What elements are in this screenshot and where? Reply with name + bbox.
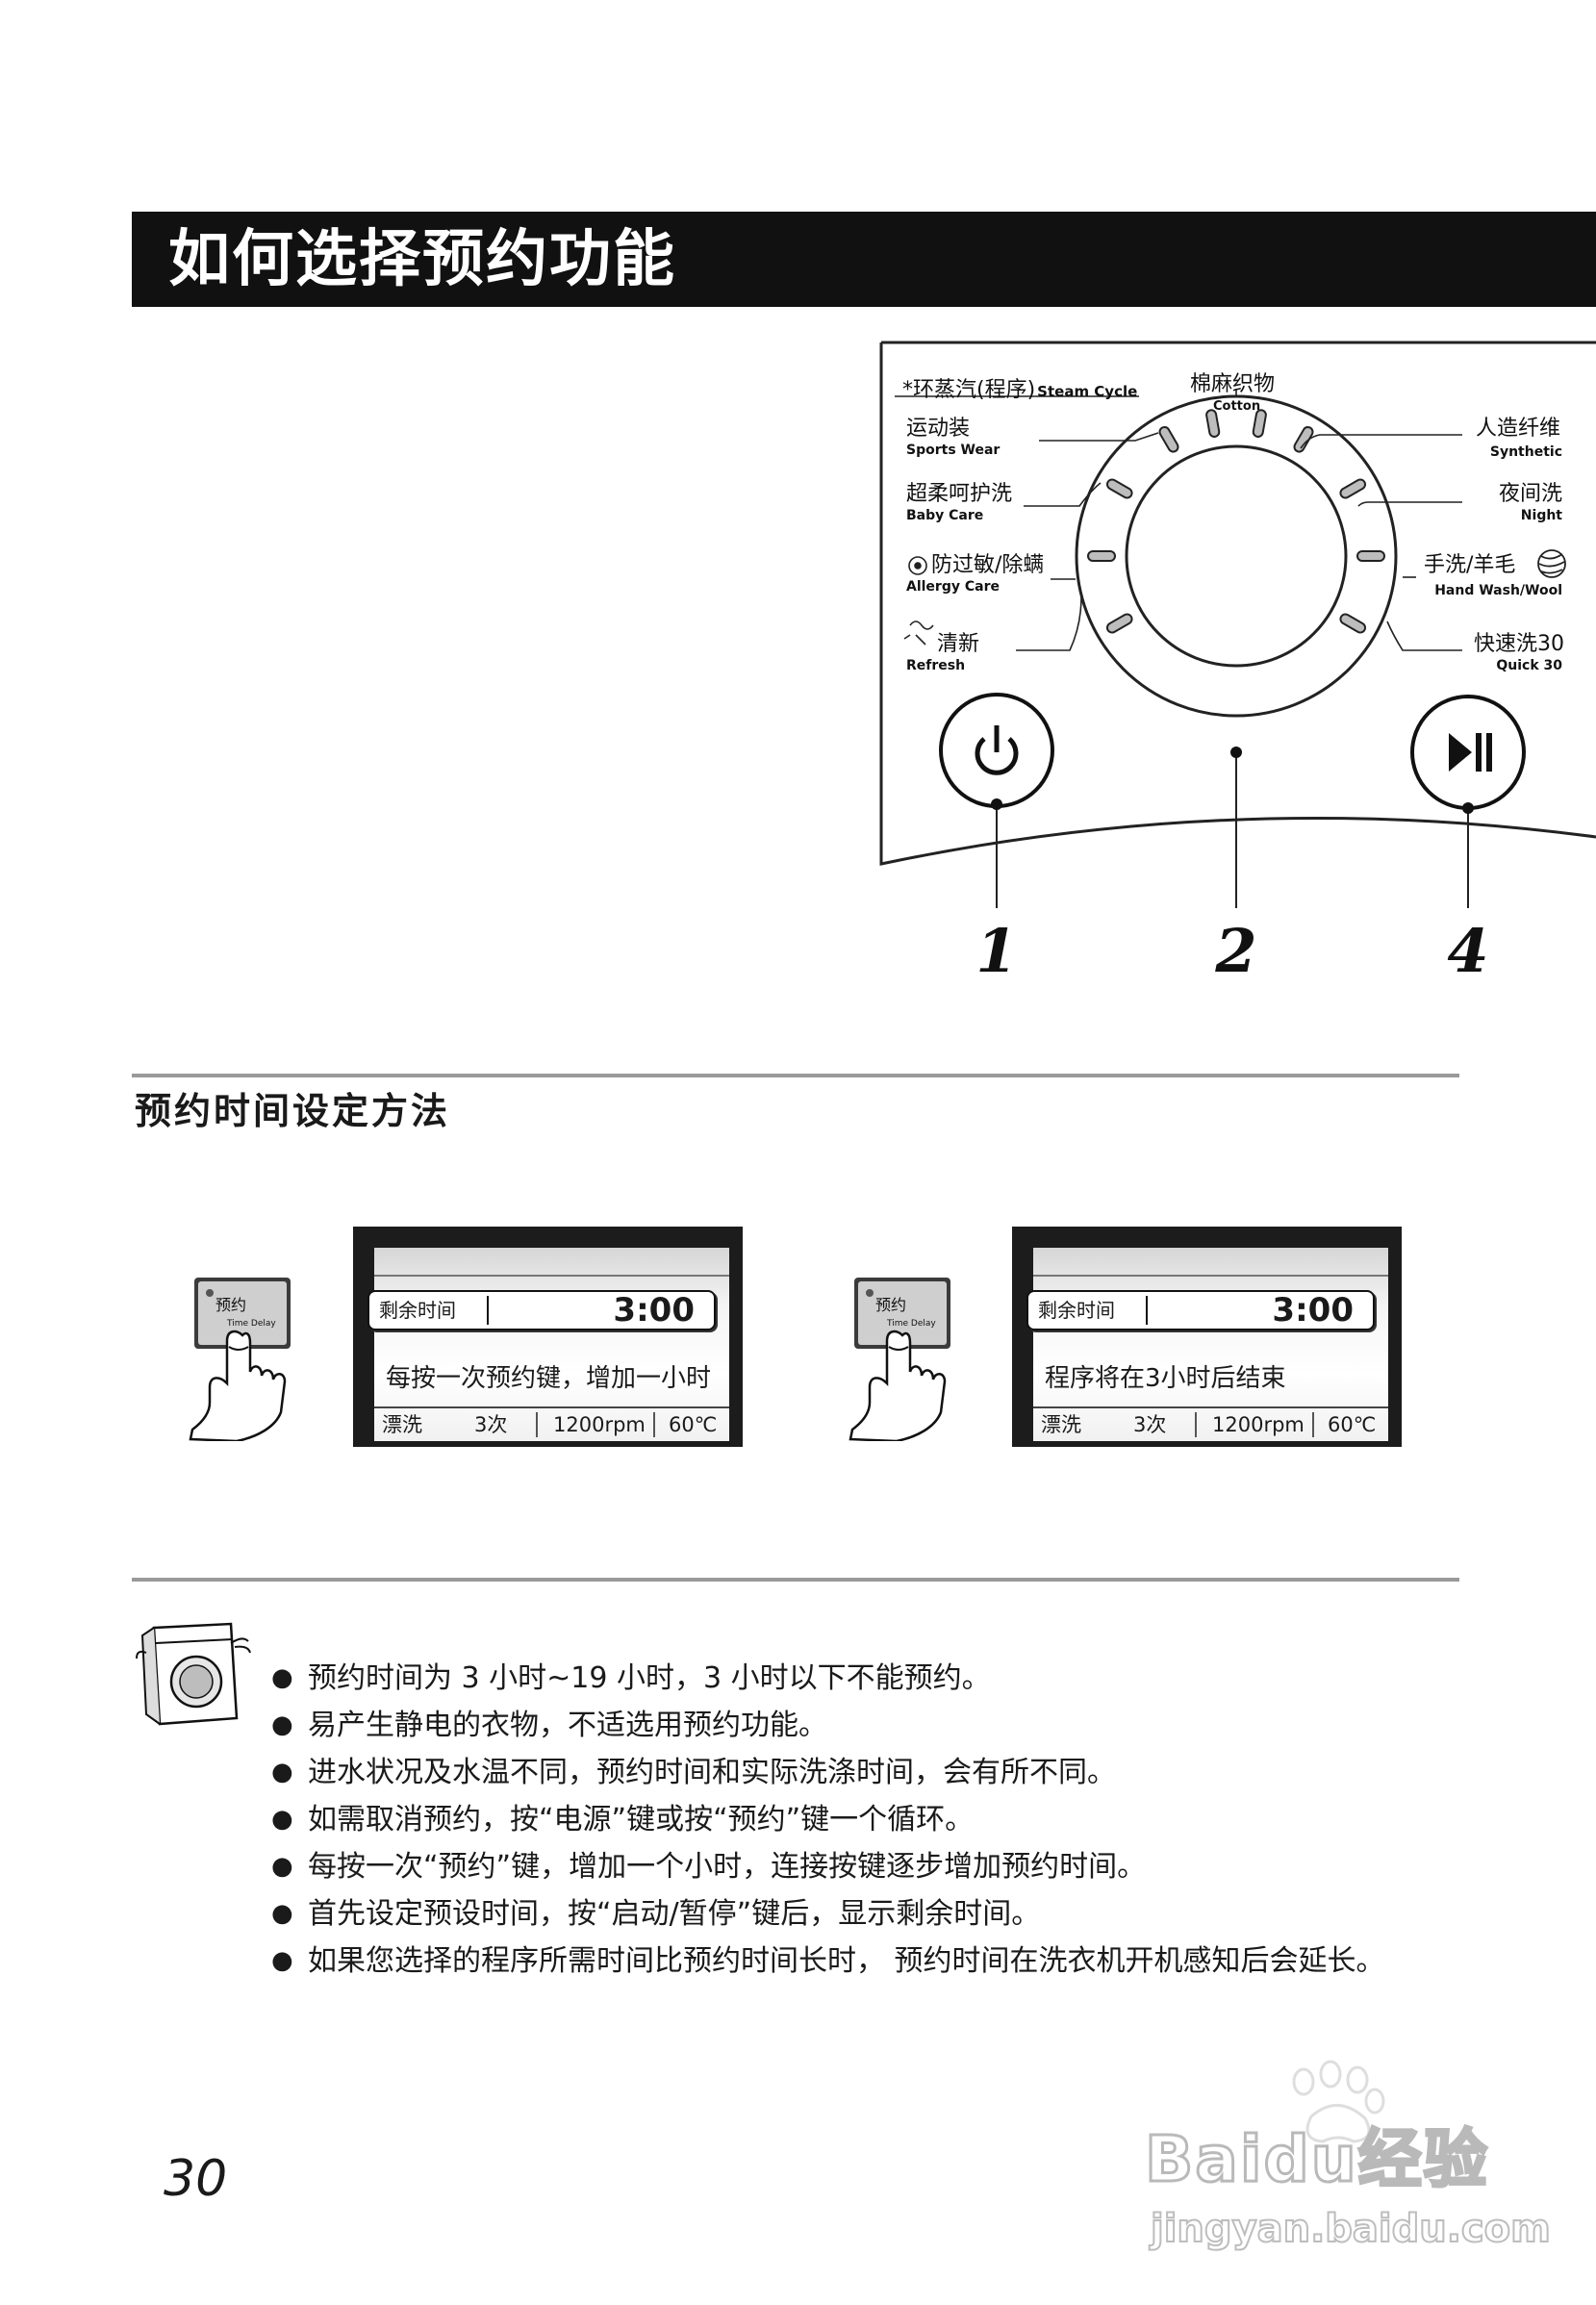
dial-indicator-light xyxy=(1252,409,1267,438)
program-label-refresh: 清新 xyxy=(937,632,979,656)
svg-text:Baby Care: Baby Care xyxy=(906,508,983,523)
status-row: 漂洗 3次 1200rpm 60℃ xyxy=(374,1406,729,1441)
program-label-synthetic: 人造纤维 xyxy=(1476,417,1560,441)
status-temp: 60℃ xyxy=(1328,1413,1377,1436)
time-delay-button-press-1: 预约 Time Delay xyxy=(189,1278,291,1441)
list-item: ●易产生静电的衣物，不适选用预约功能。 xyxy=(271,1709,827,1742)
display-screen-1: 剩余时间 3:00 每按一次预约键，增加一小时 漂洗 3次 1200rpm 60… xyxy=(353,1227,743,1447)
svg-text:Cotton: Cotton xyxy=(1213,399,1260,414)
baidu-paw-watermark-icon xyxy=(1292,2060,1385,2143)
svg-text:Hand Wash/Wool: Hand Wash/Wool xyxy=(1434,583,1562,598)
program-label-night: 夜间洗 xyxy=(1499,482,1562,506)
display-message: 程序将在3小时后结束 xyxy=(1045,1364,1286,1393)
dial-indicator-light xyxy=(1339,613,1367,634)
callout-1: 1 xyxy=(975,916,1017,986)
remaining-time-label: 剩余时间 xyxy=(379,1299,456,1322)
remaining-time-box: 剩余时间 3:00 xyxy=(1026,1290,1375,1330)
svg-text:Quick 30: Quick 30 xyxy=(1496,658,1562,673)
status-rinse: 漂洗 xyxy=(382,1413,422,1436)
program-label-quick30: 快速洗30 xyxy=(1474,632,1564,656)
wool-icon xyxy=(1537,549,1566,578)
dial-indicator-light xyxy=(1205,409,1221,438)
title-bar xyxy=(132,212,1596,307)
watermark-brand: Baidu经验 xyxy=(1144,2121,1489,2198)
program-label-baby-care: 超柔呵护洗 xyxy=(906,482,1012,506)
power-button[interactable] xyxy=(939,693,1054,808)
allergy-icon xyxy=(908,556,927,575)
dial-indicator-lights xyxy=(1087,409,1385,634)
power-icon xyxy=(975,725,1019,775)
refresh-icon xyxy=(903,621,934,646)
status-temp: 60℃ xyxy=(669,1413,718,1436)
page-number: 30 xyxy=(164,2150,228,2208)
status-row: 漂洗 3次 1200rpm 60℃ xyxy=(1033,1406,1388,1441)
program-label-handwash: 手洗/羊毛 xyxy=(1424,553,1515,577)
play-pause-icon xyxy=(1449,733,1492,772)
dial-indicator-light xyxy=(1158,425,1179,453)
program-label-sports: 运动装 xyxy=(906,417,970,441)
list-item: ●进水状况及水温不同，预约时间和实际洗涤时间，会有所不同。 xyxy=(271,1756,1116,1789)
svg-text:Allergy Care: Allergy Care xyxy=(906,579,1000,595)
dial-indicator-light xyxy=(1087,550,1116,562)
list-item: ●如需取消预约，按“电源”键或按“预约”键一个循环。 xyxy=(271,1803,975,1836)
dial-indicator-light xyxy=(1293,425,1314,453)
start-pause-button[interactable] xyxy=(1410,695,1526,810)
washing-machine-mascot-icon xyxy=(136,1622,251,1726)
dial-inner-knob[interactable] xyxy=(1125,444,1348,668)
program-label-cotton: 棉麻织物 xyxy=(1190,372,1275,396)
dial-indicator-light xyxy=(1339,478,1367,499)
section-divider-top xyxy=(132,1074,1459,1077)
svg-text:Synthetic: Synthetic xyxy=(1490,444,1562,460)
notes-list: ●预约时间为 3 小时~19 小时，3 小时以下不能预约。 ●易产生静电的衣物，… xyxy=(271,1655,1424,1985)
svg-text:Refresh: Refresh xyxy=(906,658,965,673)
time-delay-button-press-2: 预约 Time Delay xyxy=(849,1278,950,1441)
section-divider-bottom xyxy=(132,1578,1459,1582)
svg-text:预约: 预约 xyxy=(875,1296,906,1314)
status-times: 3次 xyxy=(1133,1413,1167,1436)
watermark-url: jingyan.baidu.com xyxy=(1150,2206,1552,2252)
svg-text:Time Delay: Time Delay xyxy=(886,1319,936,1329)
remaining-time-box: 剩余时间 3:00 xyxy=(367,1290,716,1330)
svg-text:Sports Wear: Sports Wear xyxy=(906,443,1000,458)
list-item: ●首先设定预设时间，按“启动/暂停”键后，显示剩余时间。 xyxy=(271,1897,1041,1931)
remaining-time-label: 剩余时间 xyxy=(1038,1299,1115,1322)
control-panel-diagram: *环蒸汽(程序)Steam Cycle 棉麻织物 Cotton 运动装 Spor… xyxy=(879,341,1596,986)
svg-text:Night: Night xyxy=(1521,508,1563,523)
program-label-allergy: 防过敏/除螨 xyxy=(931,553,1044,577)
remaining-time-value: 3:00 xyxy=(613,1291,695,1330)
list-item: ●如果您选择的程序所需时间比预约时间长时， 预约时间在洗衣机开机感知后会延长。 xyxy=(271,1944,1385,1978)
program-label-steam: *环蒸汽(程序)Steam Cycle xyxy=(902,378,1137,402)
svg-text:预约: 预约 xyxy=(215,1296,246,1314)
svg-text:Time Delay: Time Delay xyxy=(226,1319,276,1329)
status-spin: 1200rpm xyxy=(1212,1413,1305,1436)
dial-indicator-light xyxy=(1105,613,1133,634)
callout-4: 4 xyxy=(1447,916,1488,986)
dial-indicator-light xyxy=(1356,550,1385,562)
display-screen-2: 剩余时间 3:00 程序将在3小时后结束 漂洗 3次 1200rpm 60℃ xyxy=(1012,1227,1402,1447)
section-heading: 预约时间设定方法 xyxy=(135,1090,451,1132)
remaining-time-value: 3:00 xyxy=(1272,1291,1354,1330)
callout-2: 2 xyxy=(1214,916,1256,986)
list-item: ●预约时间为 3 小时~19 小时，3 小时以下不能预约。 xyxy=(271,1661,991,1695)
list-item: ●每按一次“预约”键，增加一个小时，连接按键逐步增加预约时间。 xyxy=(271,1850,1147,1884)
status-spin: 1200rpm xyxy=(553,1413,646,1436)
status-rinse: 漂洗 xyxy=(1041,1413,1081,1436)
display-message: 每按一次预约键，增加一小时 xyxy=(386,1364,712,1393)
page-title: 如何选择预约功能 xyxy=(168,224,676,295)
status-times: 3次 xyxy=(474,1413,508,1436)
dial-indicator-light xyxy=(1105,478,1133,499)
